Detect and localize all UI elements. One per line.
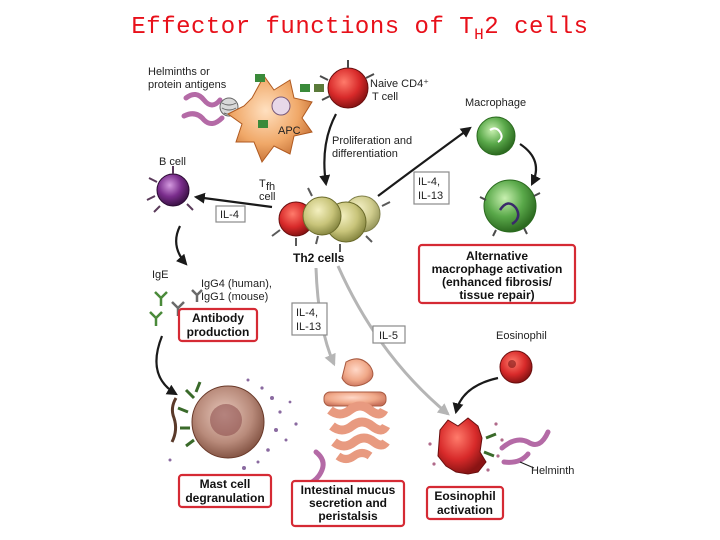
naive-t-cell-label: Naive CD4⁺ T cell	[370, 78, 429, 103]
apc-label: APC	[278, 125, 301, 137]
antibody-line1: Antibody	[192, 311, 244, 325]
alt-mac-line1: Alternative	[466, 249, 528, 263]
title-subscript: H	[474, 25, 485, 44]
antibody-to-mast-arrow	[155, 335, 178, 396]
bcell-to-antibody-arrow	[175, 225, 188, 266]
il4-left-label: IL-4	[220, 209, 239, 221]
alt-macrophage-box	[417, 243, 577, 305]
helminths-line2: protein antigens	[148, 79, 227, 91]
tfh-sub: fh	[266, 181, 275, 193]
prolif-line2: differentiation	[332, 148, 398, 160]
proliferation-arrow	[319, 113, 337, 187]
intestinal-line1: Intestinal mucus	[301, 483, 396, 497]
title-tail: 2 cells	[484, 14, 589, 41]
apc-cell-icon	[227, 74, 313, 164]
igg-line1: IgG4 (human),	[201, 278, 272, 290]
prolif-line1: Proliferation and	[332, 135, 412, 147]
il4-left-box	[215, 205, 246, 223]
mast-cell-box	[177, 473, 273, 509]
helminth-worm-icon	[181, 92, 225, 126]
th2-to-macrophage-arrow	[377, 126, 472, 197]
il4-il13-top-box	[413, 171, 450, 205]
eos-act-line1: Eosinophil	[434, 489, 495, 503]
antibody-line2: production	[187, 325, 250, 339]
mast-line2: degranulation	[185, 491, 264, 505]
macrophage-activation-arrow	[519, 143, 541, 186]
th2-cells-label: Th2 cells	[293, 251, 345, 265]
helminth-label: Helminth	[531, 465, 574, 477]
th2-to-eosinophil-arrow	[336, 265, 450, 416]
igg-label: IgG4 (human), IgG1 (mouse)	[201, 278, 272, 303]
il4-to-bcell-arrow	[193, 192, 273, 209]
mast-line1: Mast cell	[200, 477, 251, 491]
antibody-production-box	[177, 307, 259, 343]
naive-line2: T cell	[372, 91, 398, 103]
eosinophil-label: Eosinophil	[496, 330, 547, 342]
il4-il13-mid-box	[291, 302, 328, 336]
b-cell-label: B cell	[159, 156, 186, 168]
alt-mac-line4: tissue repair)	[459, 288, 534, 302]
macrophage-icon	[476, 116, 516, 156]
title-main: Effector functions of T	[131, 14, 475, 41]
intestine-icon	[305, 358, 391, 487]
il5-label: IL-5	[379, 330, 398, 342]
eosinophil-activation-arrow	[452, 376, 499, 415]
il5-box	[372, 325, 406, 344]
activated-macrophage-icon	[479, 179, 541, 237]
page-title: Effector functions of TH2 cells	[0, 14, 720, 44]
helminth-antigen-label: Helminths or protein antigens	[148, 66, 227, 91]
eos-act-line2: activation	[437, 503, 493, 517]
naive-line1: Naive CD4⁺	[370, 78, 429, 90]
eosinophil-activation-box	[425, 485, 505, 521]
il4-top-line2: IL-13	[418, 190, 443, 202]
activated-eosinophil-icon	[428, 417, 504, 475]
tfh-label: T fh cell	[259, 178, 276, 203]
alt-mac-line3: (enhanced fibrosis/	[442, 275, 553, 289]
alt-mac-line2: macrophage activation	[432, 262, 563, 276]
intestinal-box	[290, 479, 406, 528]
mast-cell-icon	[168, 378, 298, 470]
helminth-target-icon	[499, 429, 551, 465]
ige-label: IgE	[152, 269, 169, 281]
il4-top-line1: IL-4,	[418, 176, 440, 188]
intestinal-line2: secretion and	[309, 496, 387, 510]
helminths-line1: Helminths or	[148, 66, 210, 78]
th2-cell-cluster-icon	[271, 187, 391, 252]
tfh-cell: cell	[259, 191, 276, 203]
il4-mid-line1: IL-4,	[296, 307, 318, 319]
macrophage-label: Macrophage	[465, 97, 526, 109]
igg-line2: IgG1 (mouse)	[201, 291, 268, 303]
naive-t-cell-icon	[314, 60, 375, 109]
il4-mid-line2: IL-13	[296, 321, 321, 333]
b-cell-icon	[146, 166, 194, 213]
tfh-t: T	[259, 178, 266, 190]
intestinal-line3: peristalsis	[318, 509, 378, 523]
proliferation-label: Proliferation and differentiation	[332, 135, 412, 160]
eosinophil-icon	[499, 350, 533, 384]
